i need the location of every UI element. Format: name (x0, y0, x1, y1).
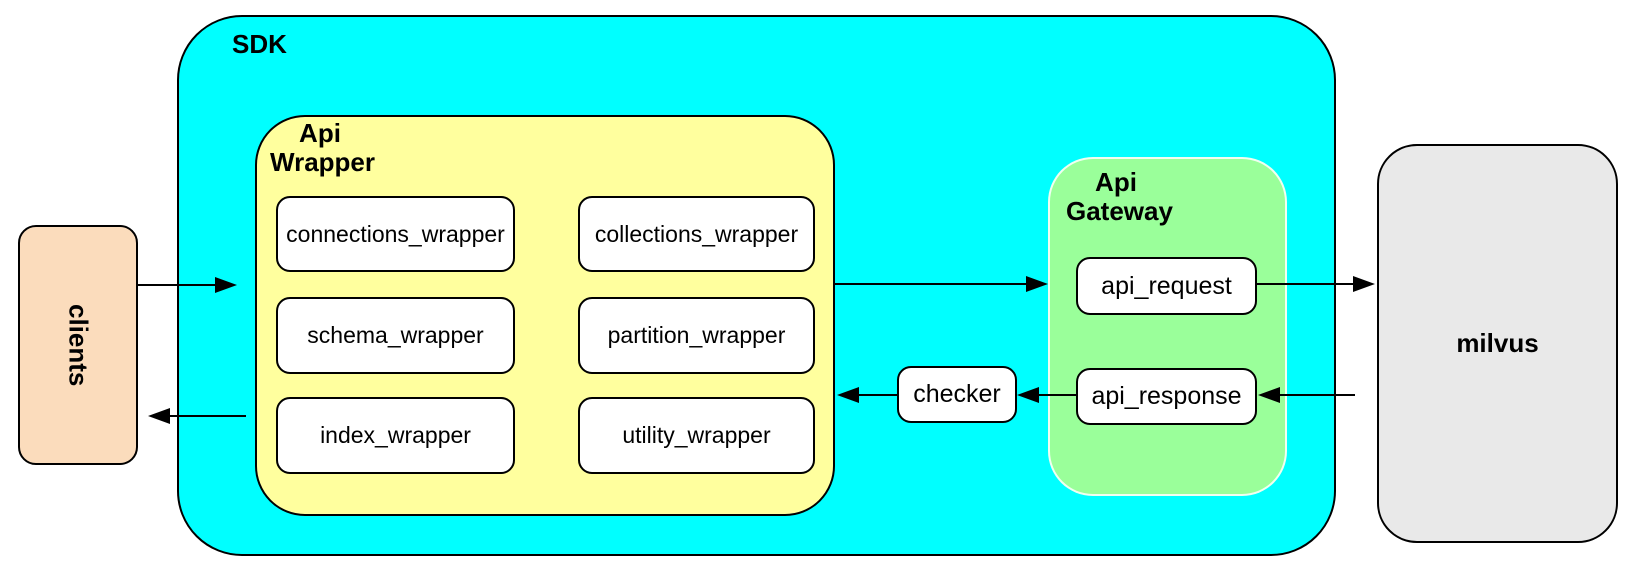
edge-line (170, 415, 246, 417)
collections-wrapper-node: collections_wrapper (578, 196, 815, 272)
edge-line (1280, 394, 1355, 396)
edge-line (835, 283, 1027, 285)
api-request-node: api_request (1076, 257, 1257, 315)
api-gateway-label: Api Gateway (1066, 167, 1173, 226)
arrowhead-right-icon (1026, 276, 1048, 292)
schema-wrapper-node: schema_wrapper (276, 297, 515, 374)
clients-label: clients (63, 303, 94, 387)
checker-node: checker (897, 366, 1017, 423)
index-wrapper-node: index_wrapper (276, 397, 515, 474)
api-wrapper-label: Api Wrapper (270, 118, 375, 177)
sdk-label: SDK (232, 29, 287, 59)
edge-line (1257, 283, 1354, 285)
edge-line (138, 284, 216, 286)
edge-line (1039, 394, 1076, 396)
arrowhead-left-icon (1017, 387, 1039, 403)
partition-wrapper-node: partition_wrapper (578, 297, 815, 374)
milvus-node: milvus (1377, 144, 1618, 543)
arrowhead-left-icon (148, 408, 170, 424)
utility-wrapper-node: utility_wrapper (578, 397, 815, 474)
connections-wrapper-node: connections_wrapper (276, 196, 515, 272)
arrowhead-right-icon (1353, 276, 1375, 292)
arrowhead-left-icon (1258, 387, 1280, 403)
clients-node: clients (18, 225, 138, 465)
arrowhead-left-icon (837, 387, 859, 403)
milvus-label: milvus (1456, 328, 1539, 358)
arrowhead-right-icon (215, 277, 237, 293)
api-response-node: api_response (1076, 368, 1257, 425)
edge-line (859, 394, 897, 396)
api-gateway-container (1048, 157, 1287, 496)
